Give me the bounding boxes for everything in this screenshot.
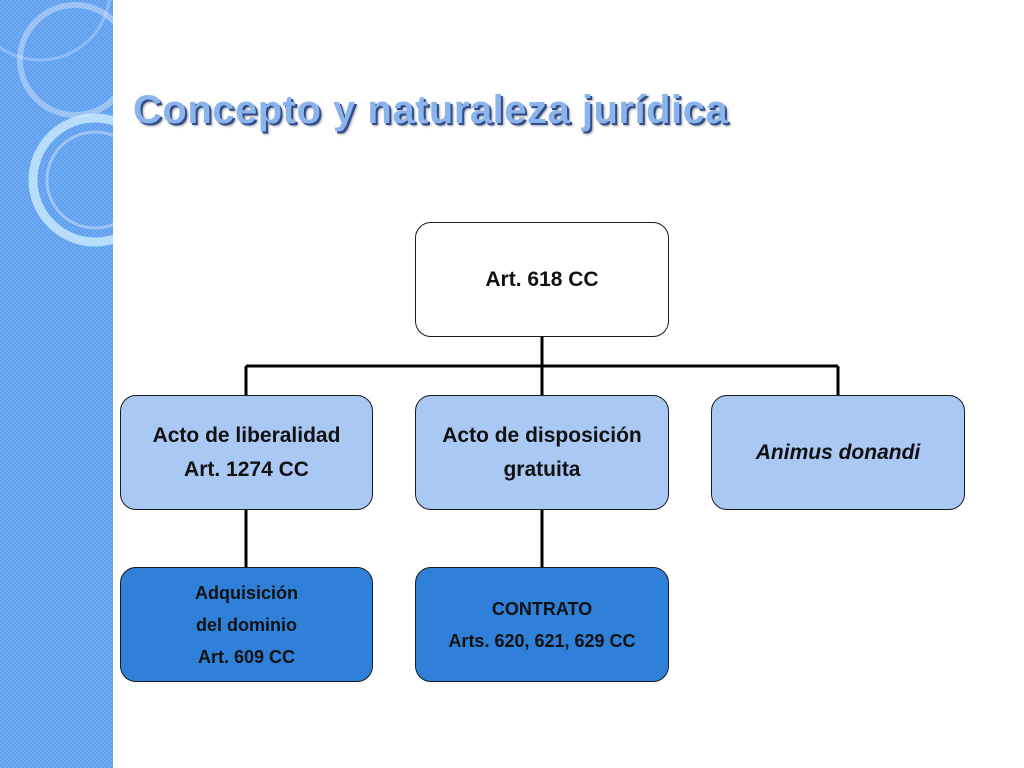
- node-animus-donandi: Animus donandi: [711, 395, 965, 510]
- node-acto-de-liberalidad: Acto de liberalidad Art. 1274 CC: [120, 395, 373, 510]
- node-adquisicion-del-dominio: Adquisición del dominio Art. 609 CC: [120, 567, 373, 682]
- node-label: Adquisición: [195, 582, 298, 603]
- node-label: CONTRATO: [491, 598, 593, 619]
- decorative-circles: [0, 0, 113, 247]
- decorative-sidebar: [0, 0, 113, 768]
- node-label: Acto de liberalidad: [152, 423, 341, 447]
- node-contrato: CONTRATO Arts. 620, 621, 629 CC: [415, 567, 669, 682]
- node-label: Art. 609 CC: [197, 646, 296, 667]
- node-label: Art. 618 CC: [485, 267, 599, 291]
- node-label: Acto de disposición: [442, 423, 642, 447]
- node-label: Animus donandi: [755, 440, 921, 464]
- node-label: gratuita: [503, 457, 581, 481]
- node-acto-de-disposicion: Acto de disposición gratuita: [415, 395, 669, 510]
- node-label: del dominio: [196, 614, 297, 635]
- node-label: Arts. 620, 621, 629 CC: [448, 630, 636, 651]
- node-label: Art. 1274 CC: [184, 457, 309, 481]
- node-art-618: Art. 618 CC: [415, 222, 669, 337]
- slide-title: Concepto y naturaleza jurídica: [133, 88, 729, 132]
